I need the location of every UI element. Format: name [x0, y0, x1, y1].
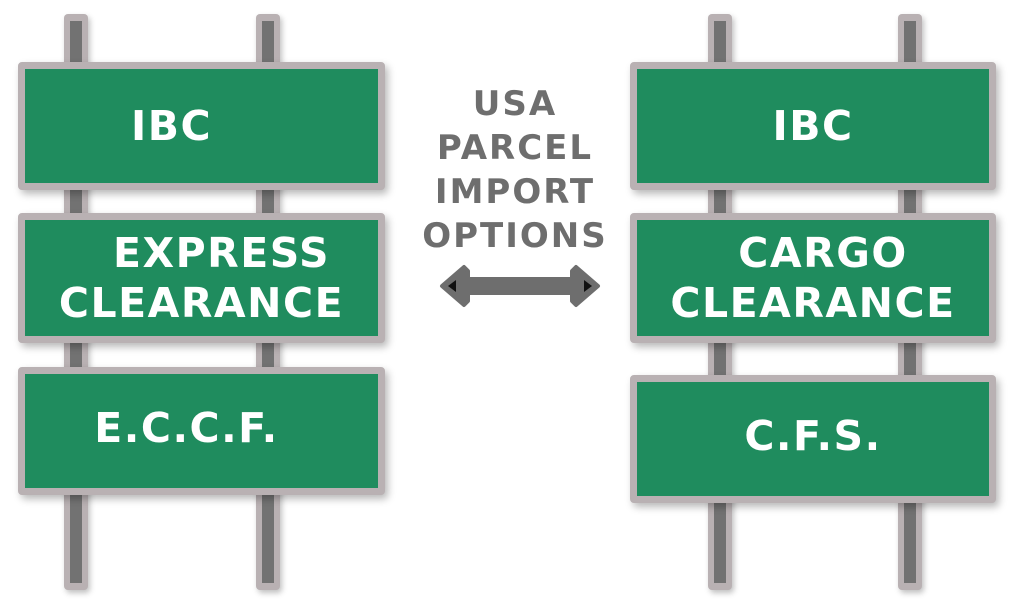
sign-label-line-1: CARGO: [738, 229, 908, 277]
left-sign-express-clearance: EXPRESS CLEARANCE: [18, 213, 385, 343]
title-line-3: IMPORT: [434, 172, 596, 212]
left-sign-eccf: E.C.C.F.: [18, 367, 385, 495]
title-line-1: USA: [472, 84, 558, 124]
left-sign-ibc: IBC: [18, 62, 385, 190]
sign-label-line-1: EXPRESS: [113, 229, 330, 277]
sign-label-line-2: CLEARANCE: [670, 279, 956, 327]
double-headed-arrow-icon: [440, 265, 600, 307]
right-sign-cargo-clearance: CARGO CLEARANCE: [630, 213, 996, 343]
sign-label: IBC: [130, 102, 213, 150]
right-sign-ibc: IBC: [630, 62, 996, 190]
sign-label: C.F.S.: [744, 412, 882, 460]
diagram-title: USA PARCEL IMPORT OPTIONS: [400, 82, 630, 258]
title-line-4: OPTIONS: [422, 216, 608, 256]
sign-label: E.C.C.F.: [94, 404, 279, 452]
title-line-2: PARCEL: [436, 128, 594, 168]
right-sign-cfs: C.F.S.: [630, 375, 996, 503]
sign-label: IBC: [772, 102, 854, 150]
sign-label-line-2: CLEARANCE: [58, 279, 345, 327]
